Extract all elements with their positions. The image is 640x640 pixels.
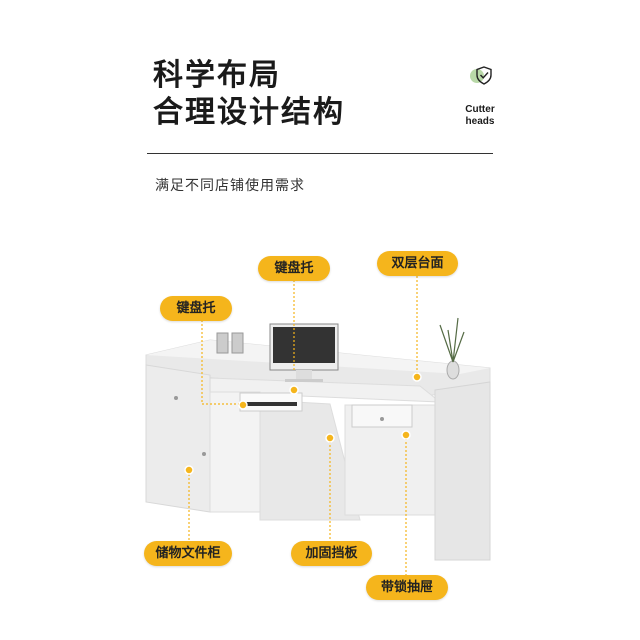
reinforced-panel-shape — [259, 399, 361, 521]
lock-drawer-shape — [351, 404, 413, 428]
subtitle: 满足不同店铺使用需求 — [155, 178, 305, 194]
monitor — [269, 323, 339, 382]
storage-cabinet — [145, 364, 211, 513]
qr-stand — [216, 332, 229, 354]
callout-reinforced-panel: 加固挡板 — [291, 541, 372, 566]
right-side-panel — [434, 381, 491, 561]
shield-check-icon — [470, 66, 492, 85]
callout-double-countertop: 双层台面 — [377, 251, 458, 276]
plant-vase — [439, 317, 465, 380]
badge-label-line-2: heads — [465, 116, 495, 127]
qr-stand — [231, 332, 244, 354]
callout-keyboard-tray-top: 键盘托 — [258, 256, 330, 281]
callout-keyboard-tray-left: 键盘托 — [160, 296, 232, 321]
title-line-1: 科学布局 — [153, 58, 281, 93]
title-line-2: 合理设计结构 — [153, 95, 345, 130]
badge-label-line-1: Cutter — [465, 104, 495, 115]
divider — [147, 153, 493, 154]
badge-label: Cutter heads — [455, 104, 505, 128]
callout-lock-drawer: 带锁抽屉 — [366, 575, 448, 600]
callout-storage-cabinet: 储物文件柜 — [144, 541, 232, 566]
